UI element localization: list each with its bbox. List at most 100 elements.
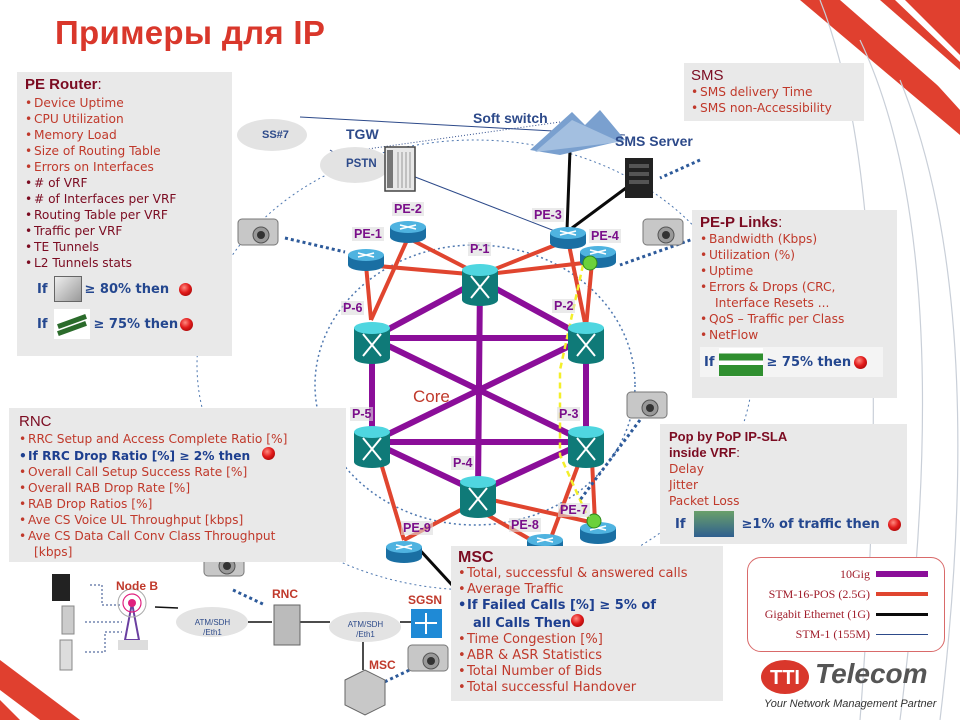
sms-metric-item: •SMS delivery Time <box>691 84 864 100</box>
bullet: • <box>25 144 33 158</box>
traffic-condition: If ≥ 75% then <box>700 347 883 377</box>
sgsn-label: SGSN <box>408 593 443 607</box>
bullet: • <box>19 481 27 495</box>
decorative-swoosh <box>800 0 960 135</box>
pe-p-metric-item: •Bandwidth (Kbps) <box>700 231 897 247</box>
p-router-icon[interactable] <box>354 426 390 468</box>
alarm-icon <box>180 317 194 331</box>
bullet: • <box>25 112 33 126</box>
node-label-pe8: PE-8 <box>509 518 541 532</box>
ip-sla-path <box>558 264 592 523</box>
metric-text: all Calls Then <box>473 616 571 631</box>
pe-router-icon[interactable] <box>386 541 422 563</box>
legend-label: 10Gig <box>840 566 870 581</box>
packet-loss-condition: If ≥1% of traffic then <box>675 511 907 537</box>
bullet: • <box>458 648 466 663</box>
node-label-p3: P-3 <box>557 407 581 421</box>
node-label-p1: P-1 <box>468 242 492 256</box>
pe-router-icon[interactable] <box>390 221 426 243</box>
page-title: Примеры для IP <box>55 14 326 51</box>
access-network <box>52 574 442 716</box>
gige-links <box>416 149 631 587</box>
rnc-metric-item: •Ave CS Data Call Conv Class Throughput <box>19 528 346 544</box>
condition-prefix: If <box>675 516 686 532</box>
legend-item: 10Gig <box>748 566 870 582</box>
metric-text: Bandwidth (Kbps) <box>709 232 818 246</box>
node-label-pe1: PE-1 <box>352 227 384 241</box>
monitoring-camera-icon <box>642 218 684 246</box>
metric-text: RRC Setup and Access Complete Ratio [%] <box>28 432 288 446</box>
bullet: • <box>700 328 708 342</box>
pe-router-icon[interactable] <box>348 249 384 271</box>
metric-text: TE Tunnels <box>34 240 100 254</box>
sla-metric-item: Packet Loss <box>669 494 740 508</box>
msc-alert-continuation: all Calls Then <box>458 614 723 632</box>
bullet: • <box>458 566 466 581</box>
metric-text: Total Number of Bids <box>467 664 603 679</box>
sla-metric-item: Delay <box>669 462 704 476</box>
msc-metric-item: •Time Congestion [%] <box>458 632 723 648</box>
tgw-rack-icon <box>384 146 416 192</box>
pe-metric-item: •Routing Table per VRF <box>25 207 232 223</box>
ss7-label: SS#7 <box>262 129 289 141</box>
rnc-metric-item: •RRC Setup and Access Complete Ratio [%] <box>19 431 346 447</box>
legend-item: STM-16-POS (2.5G) <box>748 586 870 602</box>
sla-metric-item: Jitter <box>669 478 699 492</box>
pe-metric-item: •L2 Tunnels stats <box>25 255 232 271</box>
rnc-metric-item: •If RRC Drop Ratio [%] ≥ 2% then <box>19 447 346 464</box>
bullet: • <box>19 497 27 511</box>
msc-metrics: •Total, successful & answered calls•Aver… <box>458 566 723 696</box>
condition-text: ≥1% of traffic then <box>741 516 880 532</box>
node-label-pe9: PE-9 <box>401 521 433 535</box>
metric-text: Uptime <box>709 264 754 278</box>
legend-swatch <box>876 612 928 616</box>
metric-text: QoS – Traffic per Class <box>709 312 845 326</box>
decorative-swoosh-bottom <box>0 660 80 720</box>
atm-cloud-2: ATM/SDH/Eth1 <box>347 620 384 639</box>
p-router-icon[interactable] <box>354 322 390 364</box>
brand-logo: TTI Telecom Your Network Management Part… <box>760 658 950 718</box>
bullet: • <box>458 582 466 597</box>
metric-text: Average Traffic <box>467 582 564 597</box>
alarm-icon <box>179 282 193 296</box>
rnc-metrics: •RRC Setup and Access Complete Ratio [%]… <box>19 431 346 560</box>
node-label-pe3: PE-3 <box>532 208 564 222</box>
p-router-icon[interactable] <box>568 322 604 364</box>
condition-text: ≥ 75% then <box>766 354 852 370</box>
trash-bins-icon <box>693 511 734 537</box>
node-label-p6: P-6 <box>341 301 365 315</box>
pe-metric-item: •Memory Load <box>25 127 232 143</box>
msc-title: MSC <box>458 549 494 566</box>
p-router-icon[interactable] <box>462 264 498 306</box>
rnc-panel: RNC •RRC Setup and Access Complete Ratio… <box>9 408 346 562</box>
msc-metric-item: •Total Number of Bids <box>458 664 723 680</box>
node-label-p4: P-4 <box>451 456 475 470</box>
pe-router-metrics: •Device Uptime•CPU Utilization•Memory Lo… <box>25 95 232 271</box>
p-router-icon[interactable] <box>460 476 496 518</box>
bullet: • <box>19 513 27 527</box>
clouds <box>176 119 401 642</box>
cpu-chip-icon <box>53 276 82 302</box>
metric-text: SMS non-Accessibility <box>700 101 832 115</box>
metric-text: Routing Table per VRF <box>34 208 168 222</box>
bullet: • <box>19 432 27 446</box>
p-router-icon[interactable] <box>568 426 604 468</box>
condition-prefix: If <box>37 316 48 332</box>
metric-text: If Failed Calls [%] ≥ 5% of <box>467 598 656 613</box>
node-label-p2: P-2 <box>552 299 576 313</box>
legend-swatch <box>876 592 928 596</box>
metric-text: Ave CS Voice UL Throughput [kbps] <box>28 513 244 527</box>
bullet: • <box>25 96 33 110</box>
metric-text: Errors & Drops (CRC, <box>709 280 836 294</box>
alarm-icon <box>887 517 901 531</box>
legend-item: STM-1 (155M) <box>748 626 870 642</box>
metric-text: # of VRF <box>34 176 88 190</box>
condition-text: ≥ 80% then <box>84 281 170 297</box>
pe-router-icon[interactable] <box>550 227 586 249</box>
legend-swatch <box>876 633 928 635</box>
metric-text: Total successful Handover <box>467 680 637 695</box>
metric-text: L2 Tunnels stats <box>34 256 133 270</box>
monitoring-camera-icon <box>237 218 279 246</box>
